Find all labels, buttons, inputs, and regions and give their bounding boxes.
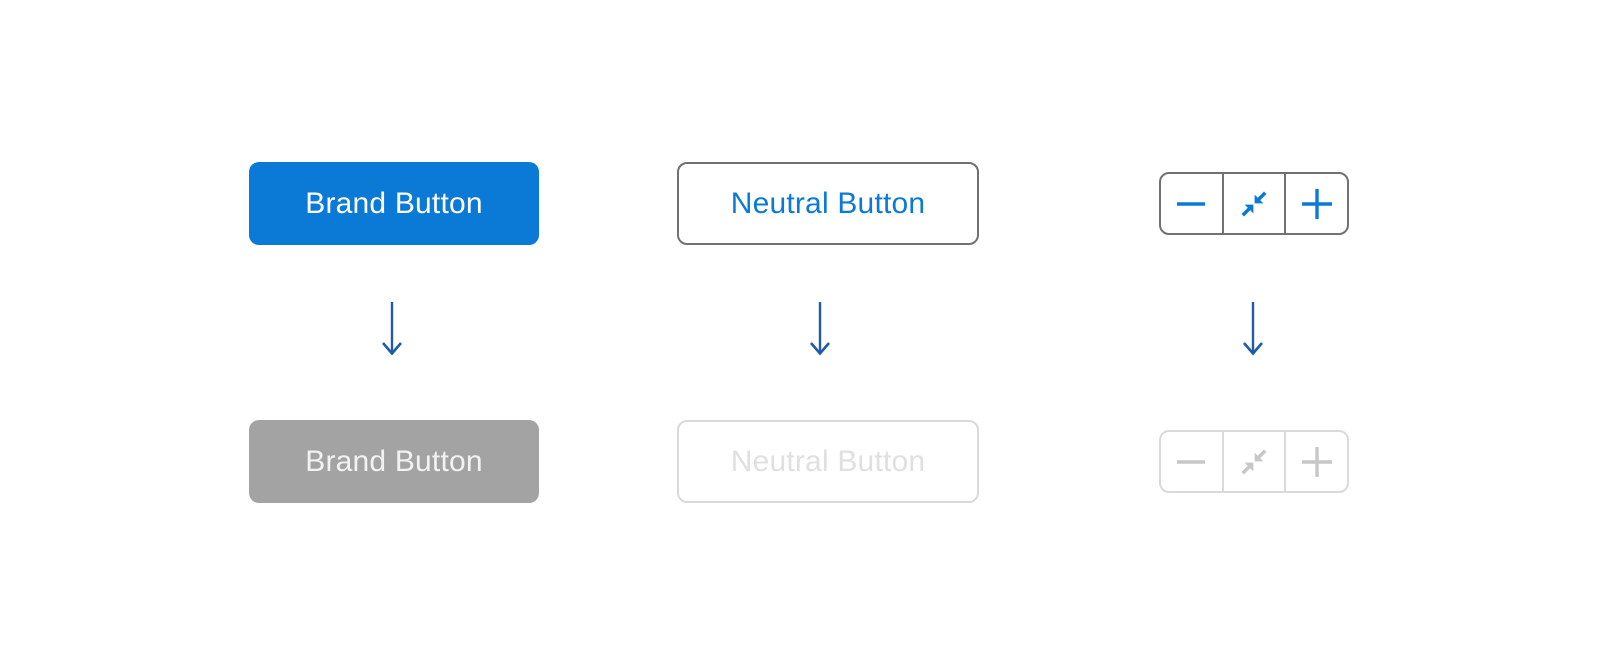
collapse-button[interactable] (1221, 174, 1285, 233)
collapse-icon (1241, 449, 1267, 474)
icon-button-group-disabled (1159, 430, 1349, 493)
minus-button[interactable] (1161, 174, 1222, 233)
state-transition-arrow (807, 300, 833, 364)
icon-button-group-enabled (1159, 172, 1349, 235)
neutral-button-disabled: Neutral Button (677, 420, 979, 503)
state-transition-arrow (379, 300, 405, 364)
minus-icon (1177, 201, 1206, 206)
down-arrow-icon (382, 302, 402, 356)
plus-button-disabled (1284, 432, 1347, 491)
minus-button-disabled (1161, 432, 1222, 491)
brand-button-enabled[interactable]: Brand Button (249, 162, 539, 245)
plus-button[interactable] (1284, 174, 1347, 233)
plus-icon (1301, 446, 1332, 477)
minus-icon (1177, 459, 1206, 464)
state-transition-arrow (1240, 300, 1266, 364)
down-arrow-icon (1243, 302, 1263, 356)
plus-icon (1301, 188, 1332, 219)
collapse-icon (1241, 191, 1267, 216)
collapse-button-disabled (1221, 432, 1285, 491)
brand-button-disabled: Brand Button (249, 420, 539, 503)
neutral-button-enabled[interactable]: Neutral Button (677, 162, 979, 245)
down-arrow-icon (810, 302, 830, 356)
